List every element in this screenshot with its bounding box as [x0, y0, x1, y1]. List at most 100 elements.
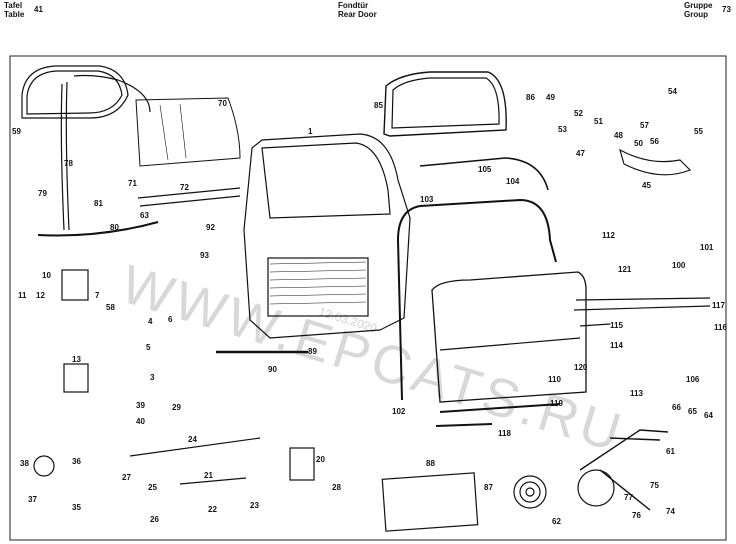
label-100: 100	[672, 261, 686, 270]
label-106: 106	[686, 375, 700, 384]
label-38: 38	[20, 459, 29, 468]
label-22: 22	[208, 505, 217, 514]
label-6: 6	[168, 315, 173, 324]
label-85: 85	[374, 101, 383, 110]
label-115: 115	[610, 321, 623, 330]
label-101: 101	[700, 243, 714, 252]
label-74: 74	[666, 507, 675, 516]
label-70: 70	[218, 99, 227, 108]
part-45-handle	[619, 148, 692, 176]
part-7-hinge	[61, 269, 89, 301]
label-21: 21	[204, 471, 213, 480]
label-50: 50	[634, 139, 643, 148]
label-56: 56	[650, 137, 659, 146]
label-47: 47	[576, 149, 585, 158]
part-1-door-shell	[243, 133, 411, 339]
label-13: 13	[72, 355, 81, 364]
label-77: 77	[624, 493, 633, 502]
label-3: 3	[150, 373, 155, 382]
label-118: 118	[498, 429, 511, 438]
group-label-en: Group	[684, 10, 708, 19]
part-20-door-lock	[289, 447, 315, 481]
part-61-window-regulator	[579, 429, 669, 511]
glass-hatch	[179, 103, 187, 159]
label-27: 27	[122, 473, 131, 482]
label-28: 28	[332, 483, 341, 492]
label-76: 76	[632, 511, 641, 520]
label-66: 66	[672, 403, 681, 412]
label-53: 53	[558, 125, 567, 134]
label-58: 58	[106, 303, 115, 312]
label-117: 117	[712, 301, 725, 310]
part-70-window-glass	[135, 97, 241, 167]
label-26: 26	[150, 515, 159, 524]
label-112: 112	[602, 231, 615, 240]
part-102-door-seal	[396, 198, 557, 401]
part-38-cap	[33, 455, 55, 477]
part-62-spring	[513, 475, 547, 509]
label-80: 80	[110, 223, 119, 232]
door-shell-window-opening	[261, 142, 391, 219]
label-24: 24	[188, 435, 197, 444]
part-13-hinge	[63, 363, 89, 393]
label-40: 40	[136, 417, 145, 426]
part-110-trim-panel	[431, 271, 587, 403]
label-105: 105	[478, 165, 492, 174]
label-48: 48	[614, 131, 623, 140]
label-92: 92	[206, 223, 215, 232]
group-header: Gruppe Group 73	[684, 1, 731, 19]
parts-21-24-rods	[129, 437, 261, 485]
label-55: 55	[694, 127, 703, 136]
label-36: 36	[72, 457, 81, 466]
label-71: 71	[128, 179, 137, 188]
label-54: 54	[668, 87, 677, 96]
label-23: 23	[250, 501, 259, 510]
label-78: 78	[64, 159, 73, 168]
table-label-de: Tafel	[4, 1, 23, 10]
table-header: Tafel Table 41	[4, 1, 43, 19]
label-12: 12	[36, 291, 45, 300]
label-4: 4	[148, 317, 153, 326]
label-29: 29	[172, 403, 181, 412]
part-85-window-frame	[383, 71, 507, 137]
part-62-spring-core	[525, 487, 535, 497]
label-89: 89	[308, 347, 317, 356]
page-title: Fondtür Rear Door	[338, 1, 377, 19]
label-110: 110	[548, 375, 561, 384]
label-64: 64	[704, 411, 713, 420]
part-59-window-seal	[21, 65, 129, 119]
label-88: 88	[426, 459, 435, 468]
label-90: 90	[268, 365, 277, 374]
table-number: 41	[34, 5, 43, 14]
label-121: 121	[618, 265, 632, 274]
label-59: 59	[12, 127, 21, 136]
group-label-de: Gruppe	[684, 1, 713, 10]
label-37: 37	[28, 495, 37, 504]
part-105-seal-strip	[419, 157, 549, 191]
door-shell-panel-opening	[267, 257, 369, 317]
label-75: 75	[650, 481, 659, 490]
title-en: Rear Door	[338, 10, 377, 19]
label-120: 120	[574, 363, 588, 372]
watermark-text: WWW.EPCATS.RU	[114, 254, 631, 464]
label-114: 114	[610, 341, 623, 350]
part-63-lift-channel	[137, 187, 241, 207]
label-20: 20	[316, 455, 325, 464]
label-113: 113	[630, 389, 643, 398]
part-118-strip	[435, 423, 493, 427]
label-1: 1	[308, 127, 313, 136]
label-52: 52	[574, 109, 583, 118]
label-65: 65	[688, 407, 697, 416]
part-78-channel-top	[73, 74, 151, 113]
label-62: 62	[552, 517, 561, 526]
label-119: 119	[550, 399, 563, 408]
trim-panel-crease	[439, 337, 581, 351]
label-25: 25	[148, 483, 157, 492]
label-61: 61	[666, 447, 675, 456]
label-93: 93	[200, 251, 209, 260]
part-80-belt-seal	[37, 221, 159, 237]
label-116: 116	[714, 323, 727, 332]
part-87-sound-sheet	[381, 472, 479, 532]
